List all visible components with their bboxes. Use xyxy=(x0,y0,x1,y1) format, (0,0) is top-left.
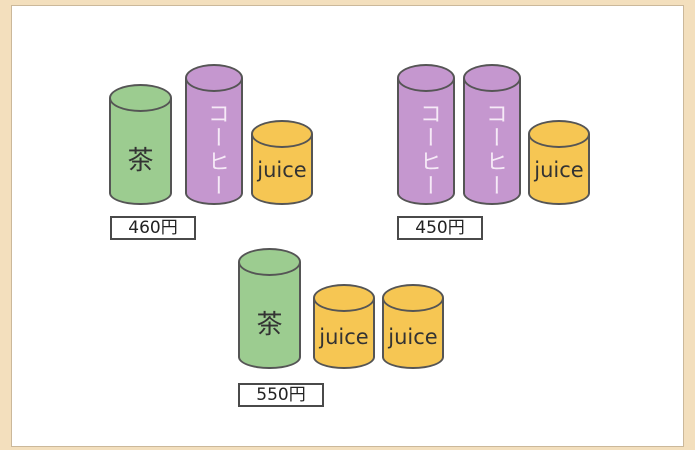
tea-label: 茶 xyxy=(256,310,283,340)
juice-label: juice xyxy=(257,158,307,182)
tea-label: 茶 xyxy=(127,146,154,176)
coffee-label: コーヒー xyxy=(416,102,441,198)
juice-label: juice xyxy=(388,325,438,349)
coffee-label: コーヒー xyxy=(482,102,507,198)
coffee-label: コーヒー xyxy=(204,102,229,198)
price-box: 450円 xyxy=(397,216,483,240)
juice-label: juice xyxy=(319,325,369,349)
juice-label: juice xyxy=(534,158,584,182)
price-box: 460円 xyxy=(110,216,196,240)
price-box: 550円 xyxy=(238,383,324,407)
